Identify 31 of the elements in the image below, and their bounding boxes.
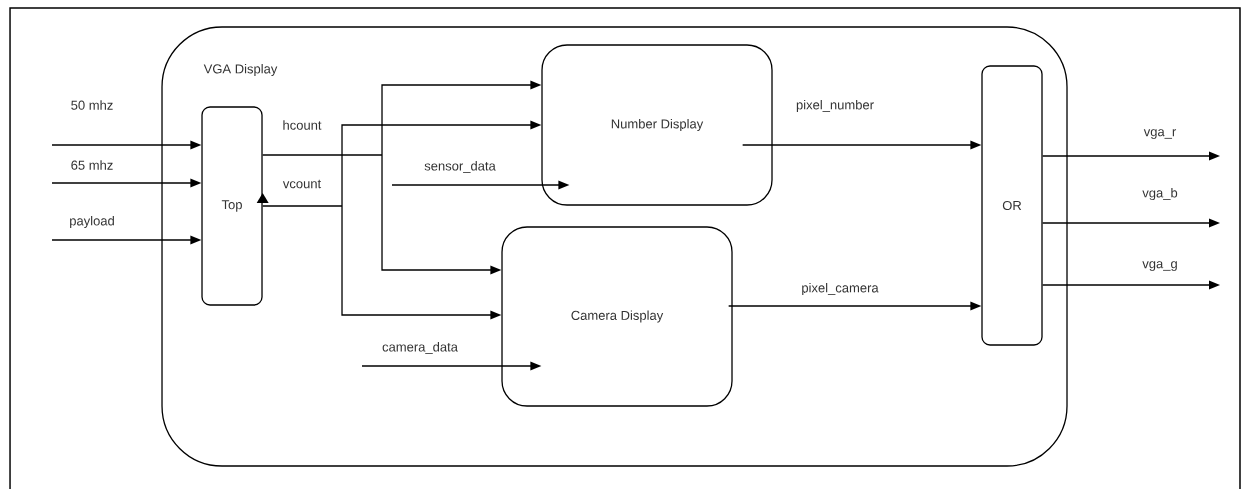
- arrow: [1042, 151, 1220, 161]
- edge-label: camera_data: [382, 342, 458, 354]
- arrow: [391, 180, 570, 190]
- block-box: OR: [981, 65, 1043, 346]
- edge-label: vga_r: [1143, 129, 1177, 139]
- edge-label: pixel_number: [796, 99, 874, 113]
- edge-label: sensor_data: [424, 161, 496, 173]
- block-box: Camera Display: [501, 226, 733, 407]
- arrow: [381, 80, 542, 156]
- arrow: [361, 361, 542, 371]
- arrow: [256, 193, 343, 207]
- edge-label: 50 mhz: [71, 100, 113, 110]
- edge-label: vga_b: [1142, 187, 1178, 201]
- arrow: [51, 178, 202, 188]
- block-box: Top: [201, 106, 263, 306]
- block-box: Number Display: [541, 44, 773, 206]
- arrow: [341, 205, 502, 320]
- arrow: [728, 301, 982, 311]
- arrow: [1042, 280, 1220, 290]
- edge-label: payload: [70, 215, 114, 229]
- edge-label: vga_g: [1142, 261, 1177, 271]
- arrow: [341, 120, 542, 207]
- arrow: [51, 140, 202, 150]
- edge-label: pixel_camera: [802, 282, 879, 296]
- signal-label: hcount: [283, 120, 322, 130]
- arrow: [742, 140, 982, 150]
- arrow: [1042, 218, 1220, 228]
- arrow: [51, 235, 202, 245]
- edge-label: 65 mhz: [71, 160, 113, 170]
- signal-label: vcount: [282, 179, 322, 189]
- arrow: [381, 154, 502, 275]
